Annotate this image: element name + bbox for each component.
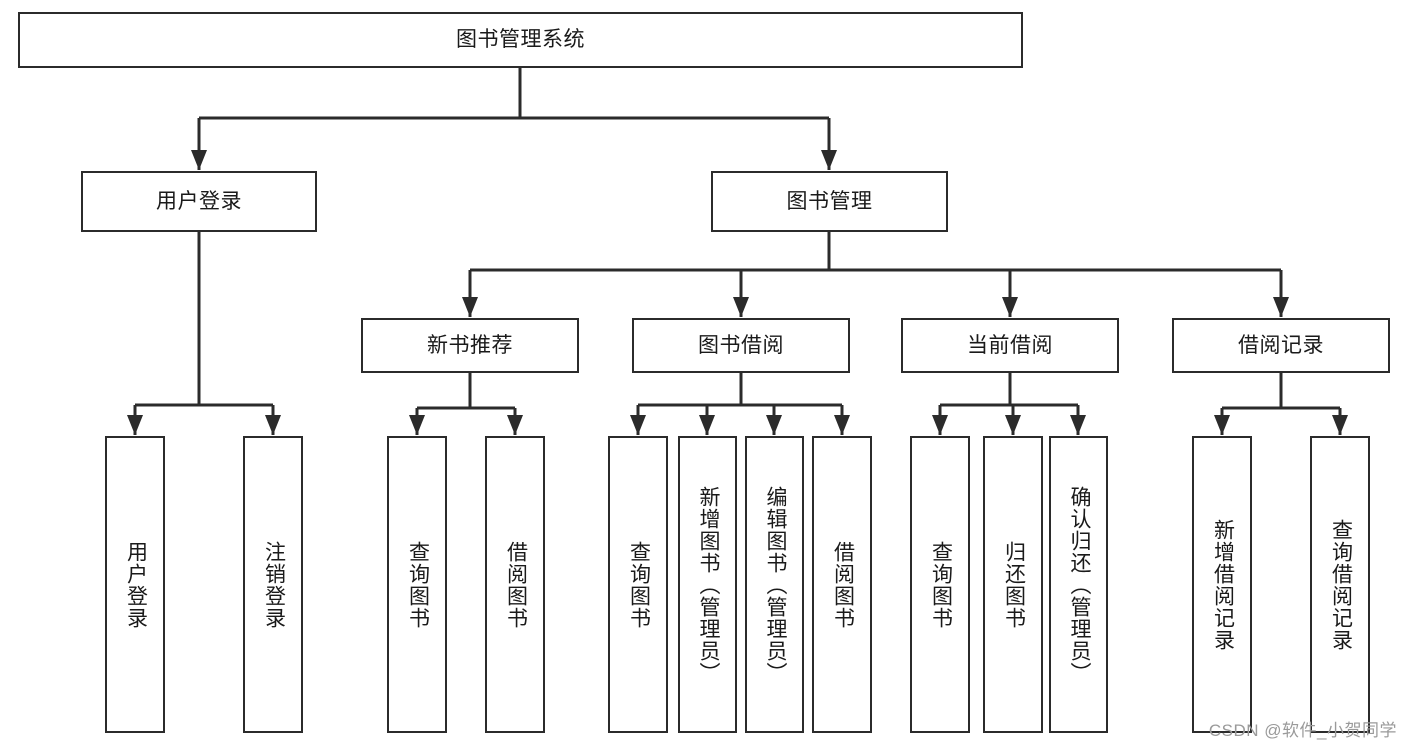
node-leaf-return-book[interactable]: 归还图书 xyxy=(983,436,1043,733)
node-leaf-return-book-label: 归还图书 xyxy=(1002,540,1026,629)
node-leaf-borrow-book-label: 借阅图书 xyxy=(831,540,855,629)
node-leaf-user-login[interactable]: 用户登录 xyxy=(105,436,165,733)
node-leaf-query-books-recommend-label: 查询图书 xyxy=(406,540,430,629)
node-leaf-confirm-return-admin[interactable]: 确认归还（管理员） xyxy=(1049,436,1108,733)
node-root-system[interactable]: 图书管理系统 xyxy=(18,12,1023,68)
node-leaf-query-books-current[interactable]: 查询图书 xyxy=(910,436,970,733)
node-leaf-query-books-borrow[interactable]: 查询图书 xyxy=(608,436,668,733)
node-book-borrow[interactable]: 图书借阅 xyxy=(632,318,850,373)
node-user-login[interactable]: 用户登录 xyxy=(81,171,317,232)
node-leaf-add-book-admin[interactable]: 新增图书（管理员） xyxy=(678,436,737,733)
node-root-label: 图书管理系统 xyxy=(456,28,585,52)
node-current-borrow[interactable]: 当前借阅 xyxy=(901,318,1119,373)
node-leaf-logout-login-label: 注销登录 xyxy=(262,540,286,629)
node-leaf-query-books-borrow-label: 查询图书 xyxy=(627,540,651,629)
node-new-book-recommend-label: 新书推荐 xyxy=(427,333,513,357)
node-user-login-label: 用户登录 xyxy=(156,189,242,213)
node-current-borrow-label: 当前借阅 xyxy=(967,333,1053,357)
node-leaf-user-login-label: 用户登录 xyxy=(124,540,148,629)
node-leaf-query-borrow-record[interactable]: 查询借阅记录 xyxy=(1310,436,1370,733)
node-leaf-add-borrow-record[interactable]: 新增借阅记录 xyxy=(1192,436,1252,733)
node-book-management-label: 图书管理 xyxy=(786,189,873,213)
node-leaf-add-borrow-record-label: 新增借阅记录 xyxy=(1211,518,1235,651)
node-leaf-edit-book-admin-label: 编辑图书（管理员） xyxy=(763,485,787,684)
watermark-text: CSDN @软件_小贺同学 xyxy=(1208,721,1397,740)
node-leaf-borrow-books-recommend[interactable]: 借阅图书 xyxy=(485,436,545,733)
node-leaf-add-book-admin-label: 新增图书（管理员） xyxy=(696,485,720,684)
node-leaf-query-books-recommend[interactable]: 查询图书 xyxy=(387,436,447,733)
node-book-management[interactable]: 图书管理 xyxy=(711,171,948,232)
node-borrow-record-label: 借阅记录 xyxy=(1238,333,1324,357)
node-leaf-query-borrow-record-label: 查询借阅记录 xyxy=(1329,518,1353,651)
node-leaf-query-books-current-label: 查询图书 xyxy=(929,540,953,629)
node-new-book-recommend[interactable]: 新书推荐 xyxy=(361,318,579,373)
node-leaf-edit-book-admin[interactable]: 编辑图书（管理员） xyxy=(745,436,804,733)
node-leaf-borrow-book[interactable]: 借阅图书 xyxy=(812,436,872,733)
node-leaf-confirm-return-admin-label: 确认归还（管理员） xyxy=(1067,485,1091,684)
node-leaf-borrow-books-recommend-label: 借阅图书 xyxy=(504,540,528,629)
node-borrow-record[interactable]: 借阅记录 xyxy=(1172,318,1390,373)
node-leaf-logout-login[interactable]: 注销登录 xyxy=(243,436,303,733)
node-book-borrow-label: 图书借阅 xyxy=(698,333,784,357)
